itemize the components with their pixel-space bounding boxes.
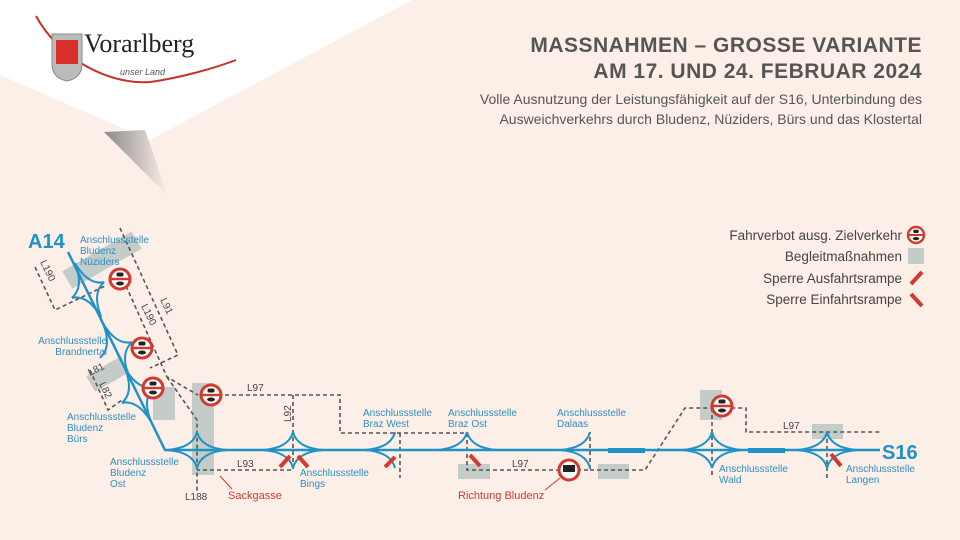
- interchange-ramps: [262, 431, 324, 469]
- legend: Fahrverbot ausg. Zielverkehr Begleitmaßn…: [729, 225, 926, 308]
- logo-tagline: unser Land: [120, 67, 166, 77]
- interchange-ramps: [166, 431, 228, 469]
- legend-label-entry-closure: Sperre Einfahrtsrampe: [766, 292, 902, 307]
- legend-label-exit-closure: Sperre Ausfahrtsrampe: [763, 271, 902, 286]
- interchange-ramps: [559, 431, 591, 469]
- no-driving-icon: [906, 225, 926, 245]
- interchange-ramps: [121, 367, 155, 423]
- a14-label: A14: [28, 231, 66, 253]
- tunnel-bar: [748, 448, 785, 453]
- road-label: L82: [96, 380, 113, 400]
- truck-ban-icon: [557, 458, 581, 482]
- road-label: L92: [283, 405, 294, 422]
- gray-box-icon: [908, 248, 924, 264]
- no-driving-signs: [108, 267, 734, 418]
- no-driving-icon: [710, 394, 734, 418]
- entry-closure-icon: [909, 292, 924, 308]
- s16-label: S16: [882, 442, 918, 464]
- vorarlberg-logo: Vorarlberg unser Land: [35, 15, 237, 84]
- logo-wordmark: Vorarlberg: [84, 29, 194, 58]
- interchange-ramps: [71, 262, 105, 318]
- measure-boxes: [62, 231, 843, 479]
- interchange-ramps: [796, 431, 858, 469]
- road-label: L97: [512, 459, 529, 470]
- road-label: L188: [185, 492, 208, 503]
- subtitle-line-2: Ausweichverkehrs durch Bludenz, Nüziders…: [499, 111, 922, 127]
- ramp-closures: [278, 452, 843, 469]
- sackgasse-note: Sackgasse: [228, 490, 282, 502]
- fold-shadow: [104, 130, 168, 196]
- no-driving-icon: [108, 267, 132, 291]
- exit-closure-icon: [909, 270, 924, 286]
- no-driving-icon: [141, 376, 165, 400]
- sackgasse-arrow: [219, 475, 233, 490]
- interchange-ramps: [436, 431, 498, 451]
- legend-label-measures: Begleitmaßnahmen: [785, 249, 902, 264]
- interchange-ramps: [364, 431, 396, 469]
- road-label: L93: [237, 459, 254, 470]
- no-driving-icon: [199, 383, 223, 407]
- title-line-1: MASSNAHMEN – GROSSE VARIANTE: [530, 34, 922, 57]
- tunnel-bar: [608, 448, 645, 453]
- subtitle-line-1: Volle Ausnutzung der Leistungsfähigkeit …: [480, 91, 922, 107]
- no-driving-icon: [130, 336, 154, 360]
- interchange-ramps: [681, 431, 743, 469]
- richtung-note: Richtung Bludenz: [458, 490, 544, 502]
- road-label: L97: [783, 421, 800, 432]
- title-line-2: AM 17. UND 24. FEBRUAR 2024: [593, 60, 922, 83]
- road-label: L190: [37, 258, 57, 283]
- legend-label-no-driving: Fahrverbot ausg. Zielverkehr: [729, 228, 902, 243]
- road-label: L97: [247, 383, 264, 394]
- richtung-arrow: [544, 477, 561, 491]
- interchanges: [71, 262, 858, 469]
